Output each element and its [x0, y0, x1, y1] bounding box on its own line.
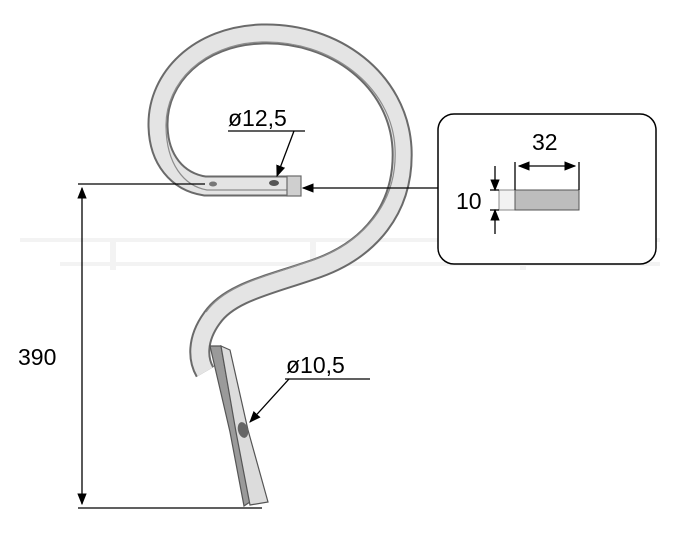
section-width-label: 32 [532, 129, 558, 155]
section-width-dimension [514, 161, 580, 190]
section-profile [514, 189, 580, 211]
top-hole-leader [276, 130, 295, 178]
drill-hole-icon [269, 180, 279, 186]
top-hole-label: ø12,5 [228, 105, 287, 131]
lower-hole-label: ø10,5 [286, 352, 345, 378]
height-dimension [77, 183, 262, 509]
tine-coil-face [149, 25, 411, 377]
spring-tine [147, 23, 413, 508]
height-label: 390 [18, 344, 56, 370]
lower-hole-callout [249, 378, 370, 423]
tine-coil-outline [147, 23, 413, 378]
drill-hole-icon [237, 422, 249, 438]
section-profile-light [498, 189, 516, 211]
lower-hole-leader [249, 378, 290, 423]
drill-hole-icon [209, 181, 217, 187]
section-thickness-dimension [490, 166, 500, 234]
section-thickness-label: 10 [456, 188, 482, 214]
top-hole-callout [228, 130, 305, 178]
tine-top-end-face [286, 175, 302, 197]
tine-coil-inner-edge [165, 41, 396, 313]
section-detail-box [437, 113, 657, 265]
